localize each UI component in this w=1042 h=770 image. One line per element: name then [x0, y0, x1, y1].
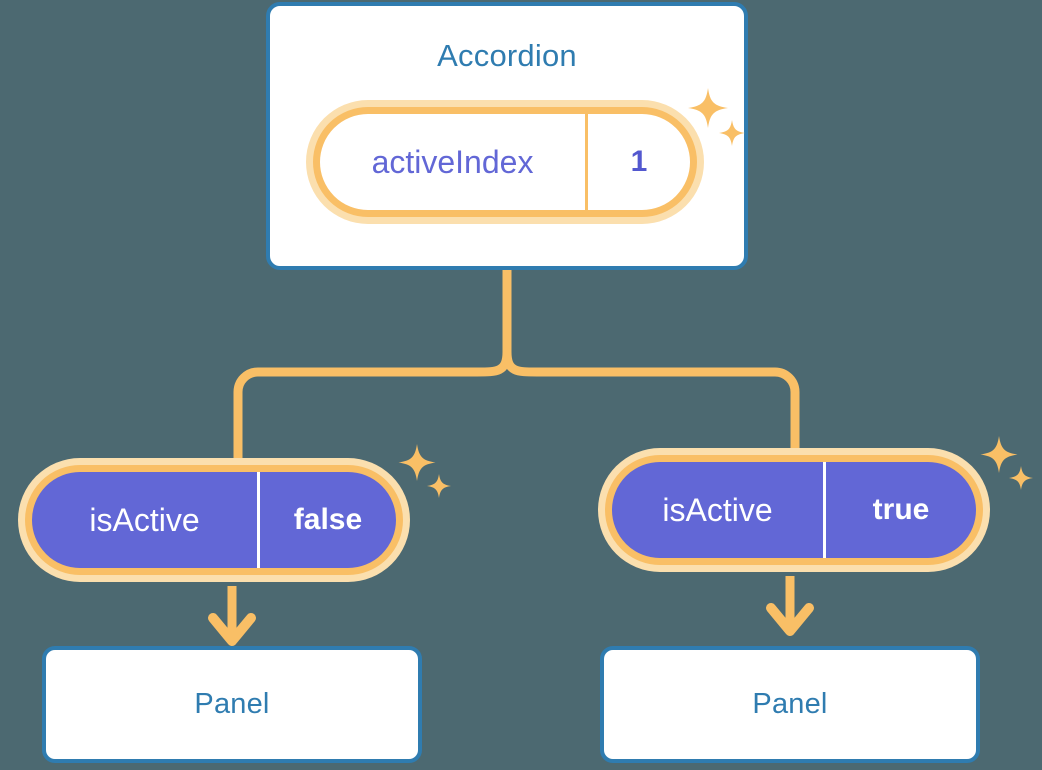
connector-branch-left	[233, 347, 512, 475]
sparkle-icon	[980, 434, 1036, 494]
sparkle-icon	[398, 442, 454, 502]
accordion-title: Accordion	[437, 38, 577, 73]
state-key-label: activeIndex	[320, 114, 588, 210]
panel-title: Panel	[194, 688, 270, 720]
arrow-left-head	[208, 613, 256, 646]
panel-title: Panel	[752, 688, 828, 720]
state-pill-isactive-true[interactable]: isActive true	[598, 448, 990, 572]
state-pill-isactive-false[interactable]: isActive false	[18, 458, 410, 582]
state-pill-activeindex[interactable]: activeIndex 1	[306, 100, 704, 224]
state-value-label: 1	[630, 145, 648, 178]
state-pill-body: activeIndex 1	[313, 107, 697, 217]
component-card-panel-left[interactable]: Panel	[42, 646, 422, 763]
prop-key-label: isActive	[612, 462, 826, 558]
state-pill-body: isActive true	[605, 455, 983, 565]
arrow-right-head	[766, 603, 814, 636]
component-card-panel-right[interactable]: Panel	[600, 646, 980, 763]
state-pill-body: isActive false	[25, 465, 403, 575]
prop-value-label: true	[872, 493, 930, 526]
prop-value-label: false	[293, 503, 363, 536]
connector-branch-right	[502, 347, 800, 465]
prop-key-label: isActive	[32, 472, 260, 568]
